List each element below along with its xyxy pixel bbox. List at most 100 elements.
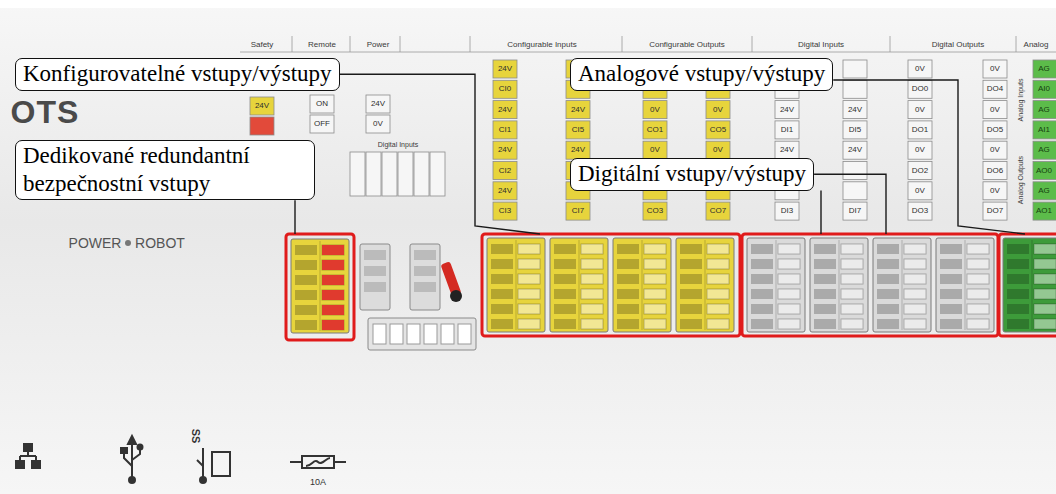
terminal-name: 0V	[915, 65, 925, 73]
callout-text: Konfigurovatelné vstupy/výstupy	[23, 60, 332, 88]
terminal-blocks	[424, 324, 437, 344]
terminal-name: 0V	[915, 187, 925, 195]
terminal-name: 0V	[990, 65, 1000, 73]
terminal-blocks	[322, 275, 344, 285]
callout-text: Analogové vstupy/výstupy	[578, 60, 825, 88]
terminal-blocks	[364, 250, 386, 260]
header-rule	[400, 36, 401, 52]
terminal-blocks	[364, 282, 386, 292]
port-icons	[124, 452, 132, 466]
terminal-label-cells	[366, 152, 381, 196]
terminal-name: CI7	[572, 207, 584, 215]
terminal-name: CO5	[710, 126, 726, 134]
column-heading: Configurable Outputs	[649, 41, 725, 49]
terminal-name: 24V	[498, 187, 512, 195]
terminal-name: 0V	[915, 106, 925, 114]
port-icons	[32, 461, 40, 468]
terminal-name: DO7	[987, 207, 1003, 215]
highlight-frame	[999, 234, 1056, 336]
terminal-label-cells	[310, 95, 334, 113]
terminal-name: 24V	[498, 146, 512, 154]
terminal-name: 24V	[571, 106, 585, 114]
terminal-blocks	[936, 238, 994, 332]
terminal-label-cells	[398, 152, 413, 196]
column-heading: Safety	[251, 41, 274, 49]
port-icons	[197, 460, 203, 466]
terminal-blocks	[322, 245, 344, 255]
fuse-rating: 10A	[310, 478, 326, 487]
port-icons	[202, 448, 204, 478]
brand-text: POWER	[69, 236, 122, 250]
group-heading: Analog Outputs	[1017, 156, 1024, 204]
terminal-blocks	[291, 238, 1056, 350]
terminal-name: CI3	[499, 207, 511, 215]
terminal-name: 24V	[255, 102, 269, 110]
terminal-name: 24V	[780, 146, 794, 154]
terminal-blocks	[414, 250, 436, 260]
terminal-name: 0V	[990, 106, 1000, 114]
terminal-name: 0V	[713, 106, 723, 114]
highlight-frame	[742, 234, 998, 336]
terminal-name: CI0	[499, 85, 511, 93]
leader-line	[340, 74, 540, 234]
terminal-blocks	[873, 238, 931, 332]
terminal-blocks	[390, 324, 403, 344]
terminal-name: AO0	[1036, 167, 1052, 175]
column-heading: Analog	[1024, 41, 1049, 49]
terminal-blocks	[487, 238, 545, 332]
terminal-label-cells	[430, 152, 445, 196]
header-rule	[1016, 36, 1017, 52]
terminal-label-cells	[414, 152, 429, 196]
port-icons	[132, 449, 140, 460]
port-icons	[20, 455, 36, 457]
terminal-label-cells	[250, 117, 274, 135]
terminal-name: 0V	[650, 106, 660, 114]
terminal-blocks	[291, 239, 349, 333]
terminal-blocks	[322, 260, 344, 270]
callout-box: Dedikované redundantní bezpečnostní vstu…	[15, 140, 315, 200]
terminal-name: CO3	[647, 207, 663, 215]
port-icons	[35, 456, 37, 461]
terminal-blocks	[414, 282, 436, 292]
group-heading: Digital Inputs	[378, 141, 418, 148]
terminal-blocks	[458, 324, 471, 344]
column-heading: Configurable Inputs	[507, 41, 576, 49]
terminal-blocks	[550, 238, 608, 332]
terminal-name: OFF	[314, 120, 330, 128]
panel-edge	[0, 0, 1056, 8]
terminal-blocks	[410, 244, 440, 310]
brand-text: ROBOT	[135, 236, 185, 250]
terminal-blocks	[810, 238, 868, 332]
port-icons	[306, 458, 330, 466]
icon-text: SS	[190, 429, 201, 444]
highlight-frame	[286, 234, 354, 340]
terminal-name: 24V	[848, 106, 862, 114]
terminal-blocks	[414, 266, 436, 276]
terminal-label-cells	[366, 95, 390, 113]
highlight-frame	[286, 234, 1056, 340]
port-icons	[16, 436, 346, 483]
column-heading: Remote	[308, 41, 336, 49]
terminal-label-cells	[983, 60, 1007, 220]
terminal-name: 0V	[915, 146, 925, 154]
terminal-name: DO5	[987, 126, 1003, 134]
terminal-label-cells	[908, 60, 932, 220]
callout-box: Analogové vstupy/výstupy	[570, 58, 833, 91]
terminal-name: DO2	[912, 167, 928, 175]
terminal-blocks	[360, 244, 390, 310]
port-icons	[129, 477, 135, 483]
header-rule	[292, 36, 293, 52]
port-icons	[121, 448, 127, 453]
header-rule	[470, 36, 471, 52]
terminal-name: AG	[1038, 65, 1050, 73]
port-icons	[212, 452, 230, 476]
header-rule	[622, 36, 623, 52]
terminal-name: DO6	[987, 167, 1003, 175]
terminal-label-cells	[366, 115, 390, 133]
terminal-label-cells	[350, 152, 365, 196]
terminal-name: AG	[1038, 187, 1050, 195]
terminal-name: DO4	[987, 85, 1003, 93]
terminal-name: 0V	[990, 187, 1000, 195]
terminal-name: AO1	[1036, 207, 1052, 215]
